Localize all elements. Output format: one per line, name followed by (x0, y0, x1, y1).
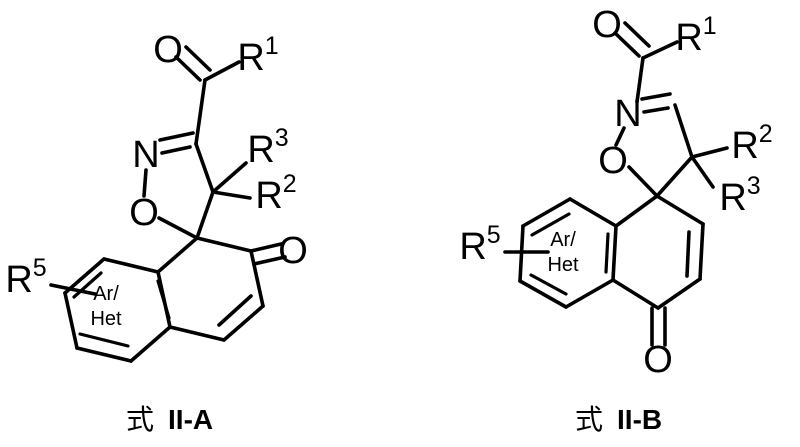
label-ring-oxygen-A: O (129, 192, 159, 234)
ring-bond-lower-right (656, 277, 702, 310)
c4-spiro-bond (655, 155, 694, 198)
c4-to-r2-bond (690, 146, 729, 159)
o-spiro-bond (157, 216, 199, 240)
c3-n-double-bond-line-2 (158, 131, 195, 142)
carbonyl-to-ring-bond (635, 56, 645, 104)
aromatic-inner-double-1 (530, 212, 571, 237)
aromatic-bond-top-left (521, 197, 572, 228)
carbonyl-to-ring-bond (194, 78, 207, 146)
ring-cc-double-bond-line-1 (698, 222, 705, 281)
c3-c4-bond (194, 142, 215, 194)
aromatic-inner-double-1 (72, 271, 103, 299)
label-r3-B: R3 (719, 172, 760, 219)
label-r1-A: R1 (237, 32, 278, 79)
label-arhet-line1-A: Ar/ (93, 283, 119, 305)
spiro-to-c-bond (655, 194, 705, 226)
acyl-group-A (174, 45, 241, 146)
label-carbonyl-oxygen-B: O (592, 4, 622, 46)
label-ketone-oxygen-A: O (278, 230, 308, 272)
ring-bond-lower-left (611, 278, 660, 310)
aromatic-bond-lower-right (564, 278, 615, 309)
label-arhet-line1-B: Ar/ (550, 229, 576, 251)
ring-cc-double-bond-line-1 (222, 304, 265, 342)
label-r5-B: R5 (459, 221, 500, 268)
r5-bond (49, 283, 97, 296)
spiro-to-ketone-carbon-bond (195, 236, 253, 253)
structure-II-A: O N O O R1 R3 R2 R5 Ar/ Het (5, 29, 308, 363)
aromatic-bond-lower-left (75, 346, 133, 363)
aromatic-bond-upper-left (63, 257, 106, 295)
aromatic-inner-double-2 (78, 332, 130, 348)
label-r3-A: R3 (247, 124, 288, 171)
label-ketone-oxygen-B: O (643, 339, 673, 381)
caption-cjk-B: 式 (575, 403, 604, 436)
c3-n-double-bond-line-2 (640, 92, 672, 101)
label-ring-nitrogen-B: N (614, 93, 641, 135)
label-ring-nitrogen-A: N (132, 134, 159, 176)
label-arhet-line2-A: Het (90, 308, 122, 330)
r5-attachment-A (49, 283, 97, 296)
c4-to-r2-bond (211, 190, 252, 200)
label-carbonyl-oxygen-A: O (153, 29, 183, 71)
isoxazoline-ring-B (614, 92, 694, 198)
label-r1-B: R1 (675, 12, 716, 59)
caption-II-A: 式 II-A (126, 398, 213, 438)
ketone-double-bond-line-2 (252, 255, 287, 266)
aromatic-bond-left (63, 291, 79, 350)
isoxazoline-ring-A (142, 131, 215, 240)
aromatic-bond-lower-right (129, 325, 172, 363)
cyclohexenone-ring-A (156, 236, 287, 342)
carbonyl-double-bond-line-1 (174, 55, 202, 82)
cyclohexenone-ring-B (611, 194, 705, 347)
c3-n-double-bond-line-1 (160, 145, 192, 155)
caption-code-A: II-A (168, 404, 214, 435)
caption-code-B: II-B (617, 404, 663, 435)
aromatic-inner-double-2 (529, 273, 568, 296)
aromatic-bond-top-right (568, 197, 618, 228)
c3-n-double-bond-line-1 (642, 106, 670, 114)
carbonyl-to-r1-bond (641, 40, 679, 60)
n-o-bond (142, 168, 148, 198)
carbonyl-to-r1-bond (203, 60, 241, 82)
aromatic-inner-double-3 (604, 232, 610, 274)
acyl-group-B (613, 21, 679, 104)
aromatic-bond-top (102, 257, 160, 274)
label-r2-A: R2 (255, 170, 296, 217)
caption-II-B: 式 II-B (575, 398, 662, 438)
ring-bond-to-spiro (614, 194, 659, 228)
c4-to-r3-bond (690, 155, 715, 189)
n-o-bond (614, 126, 626, 147)
carbonyl-double-bond-line-1 (613, 31, 641, 58)
label-r2-B: R2 (731, 120, 772, 167)
structure-II-B: O N O O R1 R2 R3 R5 Ar/ Het (459, 4, 772, 381)
ketone-carbon-to-c-bond (249, 249, 265, 308)
aromatic-bond-lower-left (518, 279, 568, 309)
ketone-double-bond-line-1 (249, 242, 283, 253)
c4-substituents-B (690, 146, 729, 189)
label-arhet-line2-B: Het (547, 254, 579, 276)
aromatic-inner-double-3 (156, 279, 171, 320)
c3-c4-bond (673, 103, 694, 159)
ring-bond-to-spiro (156, 236, 199, 274)
c4-spiro-bond (195, 190, 215, 240)
carbonyl-double-bond-line-2 (623, 21, 651, 48)
ring-cc-double-bond-line-2 (217, 294, 253, 327)
c4-substituents-A (211, 161, 252, 200)
ring-bond-lower-left (168, 325, 226, 342)
aromatic-ring-A (63, 257, 172, 363)
c4-to-r3-bond (211, 161, 248, 194)
ring-bond-left (611, 224, 618, 282)
carbonyl-double-bond-line-2 (184, 45, 212, 72)
label-r5-A: R5 (5, 254, 46, 301)
caption-cjk-A: 式 (126, 403, 155, 436)
aromatic-ring-B (518, 197, 618, 309)
o-spiro-bond (627, 165, 659, 198)
label-ring-oxygen-B: O (598, 140, 628, 182)
ring-cc-double-bond-line-2 (685, 230, 691, 278)
